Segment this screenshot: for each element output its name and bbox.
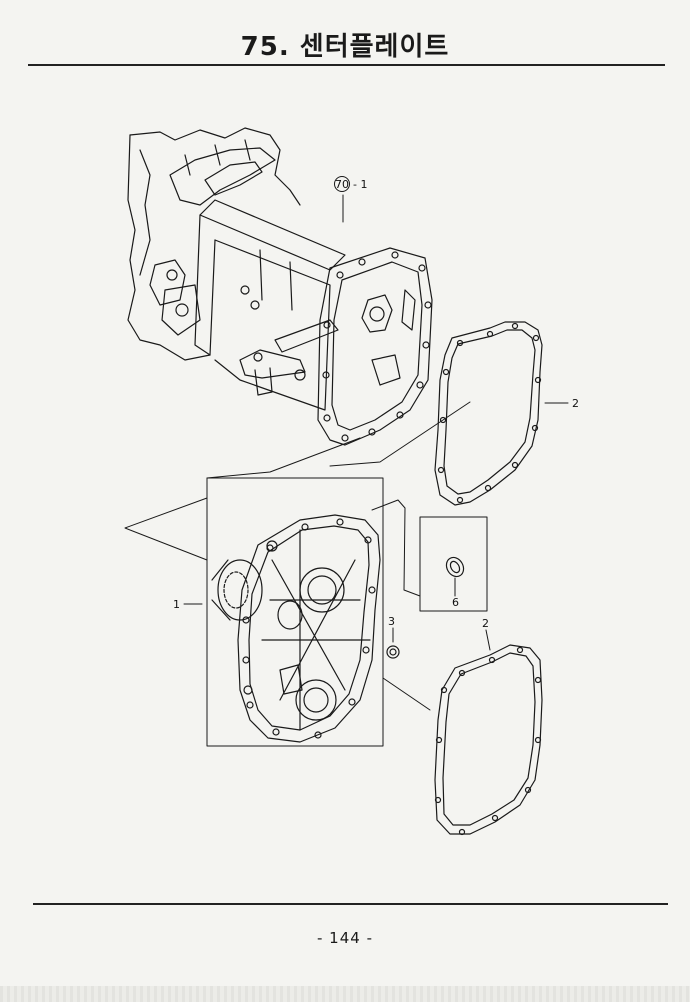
gasket-upper bbox=[434, 321, 543, 506]
header-divider bbox=[28, 64, 665, 66]
callout-part-2-upper: 2 bbox=[572, 397, 579, 410]
callout-part-6: 6 bbox=[452, 596, 459, 609]
scan-edge bbox=[0, 986, 690, 1002]
callout-part-1: 1 bbox=[173, 598, 180, 611]
plug-part-3 bbox=[386, 645, 400, 659]
ref-suffix: - 1 bbox=[353, 178, 367, 191]
oil-seal-detail-box bbox=[419, 516, 488, 612]
oil-seal-part-6 bbox=[445, 556, 465, 578]
center-plate-drawing bbox=[211, 514, 381, 743]
footer-divider bbox=[33, 903, 668, 905]
callout-part-3: 3 bbox=[388, 615, 395, 628]
center-plate-frame bbox=[206, 477, 384, 747]
page-number: - 144 - bbox=[317, 929, 373, 947]
gasket-lower bbox=[434, 644, 543, 836]
transmission-case-drawing bbox=[127, 127, 433, 446]
page-title: 75. 센터플레이트 bbox=[240, 32, 450, 62]
ref-circle-number: 70 bbox=[335, 178, 349, 191]
ref-callout-70: 70 - 1 bbox=[334, 176, 367, 192]
callout-part-2-lower: 2 bbox=[482, 617, 489, 630]
